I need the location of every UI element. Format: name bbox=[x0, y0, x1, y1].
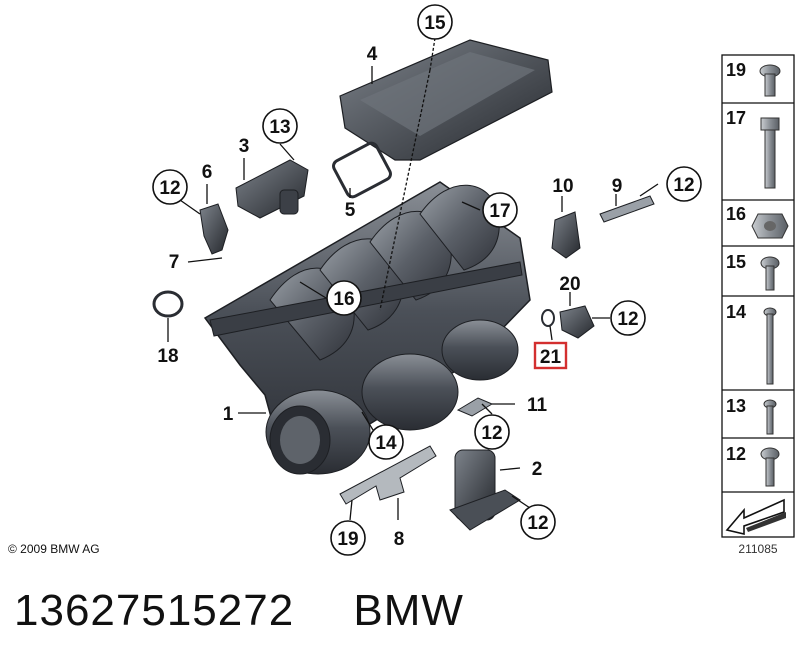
seal-ring bbox=[152, 290, 184, 318]
label-11: 11 bbox=[527, 395, 548, 416]
svg-text:17: 17 bbox=[489, 201, 510, 222]
callout-13: 13 bbox=[262, 108, 298, 144]
fastener-legend: 19 17 16 15 bbox=[721, 54, 795, 538]
label-2: 2 bbox=[532, 459, 543, 480]
callout-19: 19 bbox=[330, 520, 366, 556]
svg-text:16: 16 bbox=[726, 204, 746, 224]
svg-text:13: 13 bbox=[726, 396, 746, 416]
svg-text:12: 12 bbox=[481, 423, 502, 444]
legend-row-16: 16 bbox=[726, 204, 789, 239]
label-1: 1 bbox=[223, 404, 234, 425]
nut-icon bbox=[751, 213, 789, 239]
stud-bolt-icon bbox=[763, 307, 777, 385]
bracket-strip bbox=[599, 195, 655, 223]
callout-12e: 12 bbox=[520, 504, 556, 540]
label-20: 20 bbox=[559, 274, 580, 295]
screw-icon bbox=[760, 256, 780, 291]
copyright-text: © 2009 BMW AG bbox=[8, 542, 100, 556]
callout-12b: 12 bbox=[666, 166, 702, 202]
legend-row-13: 13 bbox=[726, 396, 777, 435]
svg-text:14: 14 bbox=[726, 302, 746, 322]
short-screw-icon bbox=[763, 399, 777, 435]
small-bracket bbox=[456, 397, 494, 417]
svg-text:15: 15 bbox=[424, 13, 446, 34]
svg-text:12: 12 bbox=[673, 175, 694, 196]
actuator-part bbox=[235, 159, 309, 219]
sensor-part bbox=[199, 203, 229, 255]
diagram-number: 211085 bbox=[738, 542, 777, 556]
legend-row-12: 12 bbox=[726, 444, 780, 487]
legend-row-17: 17 bbox=[726, 108, 780, 189]
gasket bbox=[332, 141, 392, 199]
hex-screw-icon bbox=[760, 447, 780, 487]
callout-15: 15 bbox=[417, 4, 453, 40]
svg-text:17: 17 bbox=[726, 108, 746, 128]
svg-text:19: 19 bbox=[726, 60, 746, 80]
svg-text:14: 14 bbox=[375, 433, 397, 454]
callout-16: 16 bbox=[326, 280, 362, 316]
svg-text:15: 15 bbox=[726, 252, 746, 272]
long-bolt-icon bbox=[760, 117, 780, 189]
brand-name: BMW bbox=[353, 586, 464, 635]
callout-14: 14 bbox=[368, 424, 404, 460]
legend-row-15: 15 bbox=[726, 252, 780, 291]
label-7: 7 bbox=[169, 252, 180, 273]
legend-row-19: 19 bbox=[726, 60, 781, 97]
legend-row-14: 14 bbox=[726, 302, 777, 385]
svg-text:12: 12 bbox=[527, 513, 548, 534]
svg-text:13: 13 bbox=[269, 117, 290, 138]
footer-caption: 13627515272 BMW bbox=[14, 586, 464, 636]
callout-12c: 12 bbox=[610, 300, 646, 336]
svg-text:12: 12 bbox=[726, 444, 746, 464]
pressure-sensor bbox=[541, 305, 595, 339]
svg-text:19: 19 bbox=[337, 529, 358, 550]
label-8: 8 bbox=[394, 529, 405, 550]
intake-manifold bbox=[203, 181, 531, 475]
label-6: 6 bbox=[202, 162, 213, 183]
label-10: 10 bbox=[552, 176, 573, 197]
callout-12a: 12 bbox=[152, 169, 188, 205]
label-9: 9 bbox=[612, 176, 623, 197]
label-18: 18 bbox=[157, 346, 178, 367]
highlighted-callout-21: 21 bbox=[533, 341, 568, 370]
svg-text:16: 16 bbox=[333, 289, 354, 310]
callout-17: 17 bbox=[482, 192, 518, 228]
svg-text:12: 12 bbox=[617, 309, 638, 330]
svg-text:21: 21 bbox=[540, 347, 562, 368]
callout-12d: 12 bbox=[474, 414, 510, 450]
cover-plate bbox=[339, 39, 553, 161]
valve-part bbox=[449, 449, 521, 531]
support-bracket bbox=[339, 445, 437, 505]
label-4: 4 bbox=[367, 44, 378, 65]
direction-arrow-icon bbox=[725, 498, 786, 536]
svg-text:12: 12 bbox=[159, 178, 180, 199]
flange-bolt-icon bbox=[759, 64, 781, 97]
bracket-part bbox=[551, 211, 581, 259]
label-5: 5 bbox=[345, 200, 356, 221]
leader-lines bbox=[167, 37, 659, 521]
label-3: 3 bbox=[239, 136, 250, 157]
part-number: 13627515272 bbox=[14, 586, 295, 635]
